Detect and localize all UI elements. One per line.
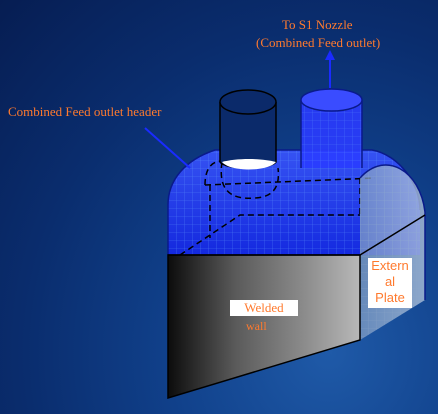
s1-nozzle-label: To S1 Nozzle xyxy=(282,17,353,32)
combined-feed-outlet-label: (Combined Feed outlet) xyxy=(256,35,381,50)
plate-label-line2: al xyxy=(384,274,396,289)
wall-label: wall xyxy=(246,319,267,333)
external-plate-face xyxy=(359,164,426,340)
plate-label-line3: Plate xyxy=(375,290,405,305)
external-plate-label: Extern al Plate xyxy=(368,258,412,308)
base-top-edge xyxy=(168,214,426,256)
welded-label: Welded xyxy=(230,300,298,316)
header-pointer-arrow xyxy=(144,127,191,169)
header-label: Combined Feed outlet header xyxy=(8,104,162,119)
open-nozzle xyxy=(219,89,277,170)
plate-label-line1: Extern xyxy=(371,258,409,273)
s1-outlet-nozzle xyxy=(300,88,363,168)
header-drum xyxy=(167,149,421,255)
s1-nozzle-arrow xyxy=(325,50,335,88)
